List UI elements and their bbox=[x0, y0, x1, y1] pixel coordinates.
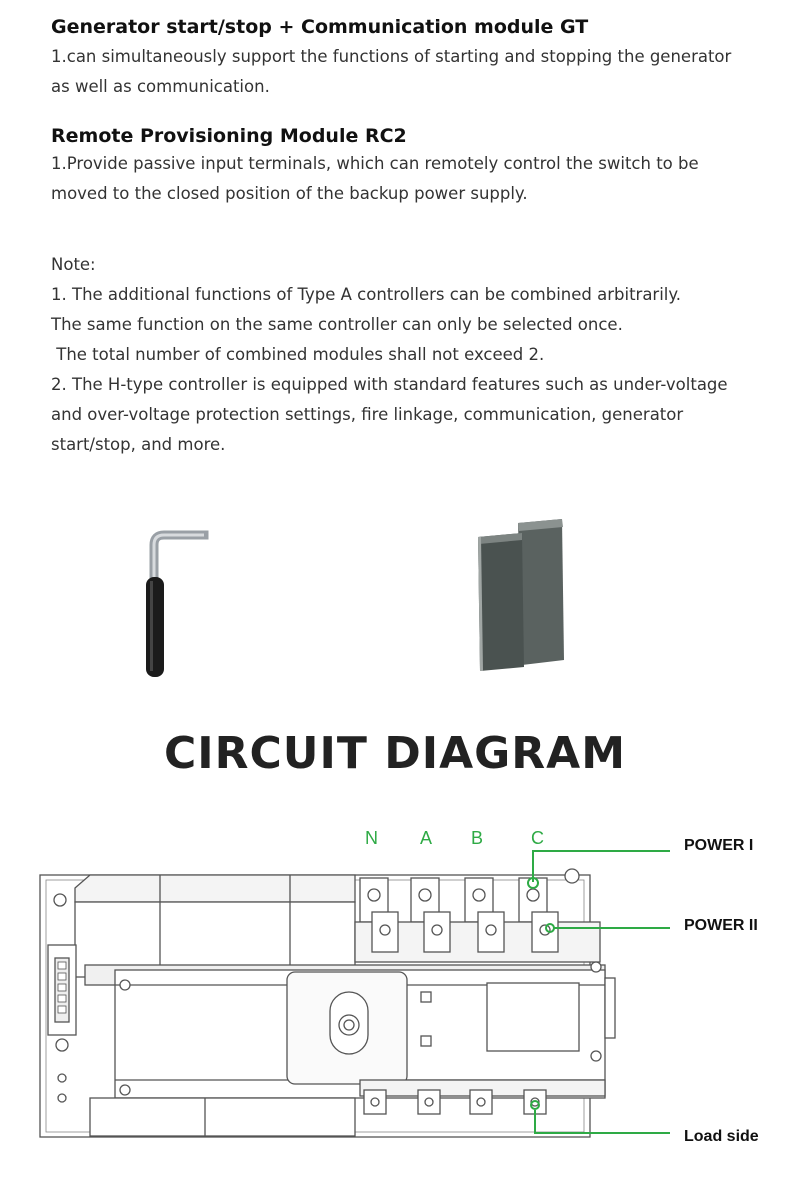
load-side-label: Load side bbox=[684, 1128, 759, 1145]
power-ii-label: POWER II bbox=[684, 917, 758, 934]
note-label: Note: bbox=[51, 255, 96, 274]
circuit-diagram-title: CIRCUIT DIAGRAM bbox=[163, 728, 627, 779]
hex-key-handle-image bbox=[146, 530, 209, 677]
gt-line-2: as well as communication. bbox=[51, 77, 270, 96]
gt-section: Generator start/stop + Communication mod… bbox=[51, 15, 771, 102]
terminal-shields-image bbox=[478, 519, 564, 671]
rc2-line-2: moved to the closed position of the back… bbox=[51, 184, 528, 203]
gt-heading: Generator start/stop + Communication mod… bbox=[51, 16, 589, 38]
ats-device-drawing bbox=[39, 850, 670, 1138]
note-section: Note: 1. The additional functions of Typ… bbox=[51, 250, 728, 460]
note-line-3: The total number of combined modules sha… bbox=[51, 345, 545, 364]
note-line-5: and over-voltage protection settings, fi… bbox=[51, 405, 684, 424]
phase-label-c: C bbox=[531, 828, 544, 848]
gt-line-1: 1.can simultaneously support the functio… bbox=[51, 47, 732, 66]
rc2-section: Remote Provisioning Module RC2 1.Provide… bbox=[51, 124, 771, 209]
phase-label-b: B bbox=[471, 828, 484, 848]
phase-label-a: A bbox=[420, 828, 433, 848]
rc2-line-1: 1.Provide passive input terminals, which… bbox=[51, 154, 699, 173]
note-line-6: start/stop, and more. bbox=[51, 435, 226, 454]
note-line-1: 1. The additional functions of Type A co… bbox=[51, 285, 682, 304]
note-line-4: 2. The H-type controller is equipped wit… bbox=[51, 375, 728, 394]
rc2-heading: Remote Provisioning Module RC2 bbox=[51, 125, 407, 147]
phase-label-n: N bbox=[365, 828, 378, 848]
power-i-label: POWER I bbox=[684, 837, 754, 854]
note-line-2: The same function on the same controller… bbox=[51, 315, 623, 334]
